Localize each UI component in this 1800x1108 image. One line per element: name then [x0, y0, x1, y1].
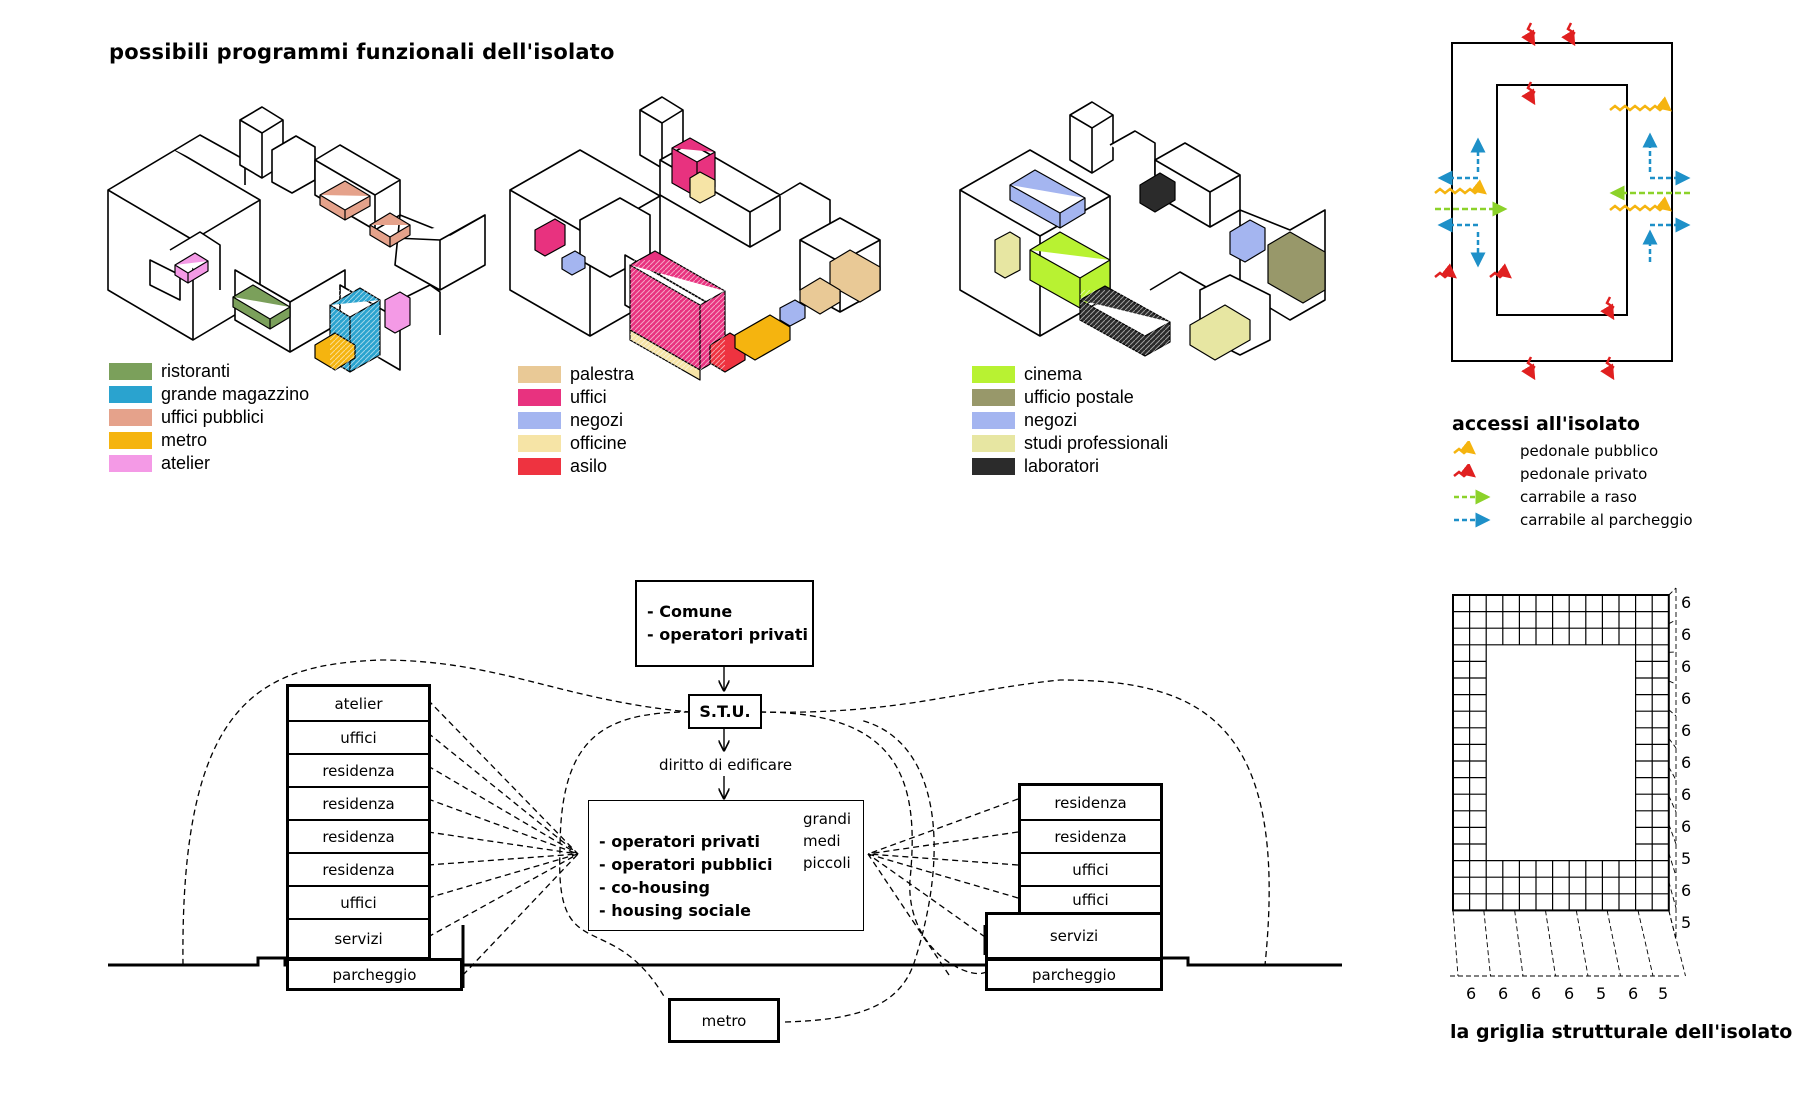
legend-swatch: [972, 411, 1015, 429]
legend-swatch: [518, 434, 561, 452]
right-parking: parcheggio: [985, 958, 1163, 991]
build-right-label: diritto di edificare: [659, 756, 793, 774]
legend-swatch: [972, 434, 1015, 452]
floor-cell: uffici: [1021, 852, 1160, 885]
right-building: residenza residenza uffici uffici: [1018, 783, 1163, 915]
legend-item: asilo: [518, 455, 607, 477]
stu-box: S.T.U.: [688, 694, 762, 729]
legend-swatch: [109, 408, 152, 426]
legend-swatch: [109, 385, 152, 403]
dashed-arrow-icon: [1454, 489, 1491, 505]
legend-item: metro: [109, 429, 207, 451]
access-item: pedonale pubblico: [1452, 441, 1658, 461]
access-item: pedonale privato: [1452, 464, 1647, 484]
legend-item: uffici pubblici: [109, 406, 264, 428]
floor-cell: uffici: [289, 720, 428, 753]
metro-box: metro: [668, 998, 780, 1043]
floor-cell: atelier: [334, 694, 383, 713]
dashed-arrow-icon: [1454, 512, 1491, 528]
floor-cell: residenza: [289, 852, 428, 885]
legend-item: ufficio postale: [972, 386, 1134, 408]
legend-swatch: [109, 362, 152, 380]
wavy-arrow-icon: [1453, 441, 1476, 455]
legend-swatch: [109, 454, 152, 472]
operators-box: - operatori privati - operatori pubblici…: [588, 800, 864, 931]
legend-item: negozi: [972, 409, 1077, 431]
wavy-arrow-icon: [1453, 464, 1476, 478]
access-item: carrabile al parcheggio: [1452, 510, 1693, 530]
floor-cell: residenza: [289, 819, 428, 852]
floor-cell: servizi: [289, 918, 428, 957]
left-building: atelier uffici residenza residenza resid…: [286, 684, 431, 960]
left-parking: parcheggio: [286, 958, 463, 991]
floor-cell: uffici: [1021, 885, 1160, 912]
legend-item: palestra: [518, 363, 634, 385]
floor-cell: residenza: [1021, 819, 1160, 852]
actors-box: - Comune - operatori privati: [635, 580, 814, 667]
legend-item: uffici: [518, 386, 607, 408]
legend-swatch: [109, 431, 152, 449]
legend-swatch: [972, 388, 1015, 406]
legend-item: officine: [518, 432, 627, 454]
legend-item: studi professionali: [972, 432, 1168, 454]
floor-cell: residenza: [1054, 793, 1127, 812]
legend-item: atelier: [109, 452, 210, 474]
legend-item: negozi: [518, 409, 623, 431]
legend-swatch: [972, 457, 1015, 475]
legend-item: cinema: [972, 363, 1082, 385]
floor-cell: uffici: [289, 885, 428, 918]
access-title: accessi all'isolato: [1452, 413, 1640, 435]
legend-item: laboratori: [972, 455, 1099, 477]
legend-swatch: [518, 411, 561, 429]
grid-title: la griglia strutturale dell'isolato: [1450, 1021, 1793, 1043]
page-title: possibili programmi funzionali dell'isol…: [109, 40, 615, 64]
legend-swatch: [518, 388, 561, 406]
right-services: servizi: [985, 912, 1163, 960]
legend-item: grande magazzino: [109, 383, 309, 405]
legend-item: ristoranti: [109, 360, 230, 382]
access-item: carrabile a raso: [1452, 487, 1637, 507]
floor-cell: residenza: [289, 786, 428, 819]
legend-swatch: [518, 365, 561, 383]
floor-cell: residenza: [289, 753, 428, 786]
legend-swatch: [972, 365, 1015, 383]
legend-swatch: [518, 457, 561, 475]
